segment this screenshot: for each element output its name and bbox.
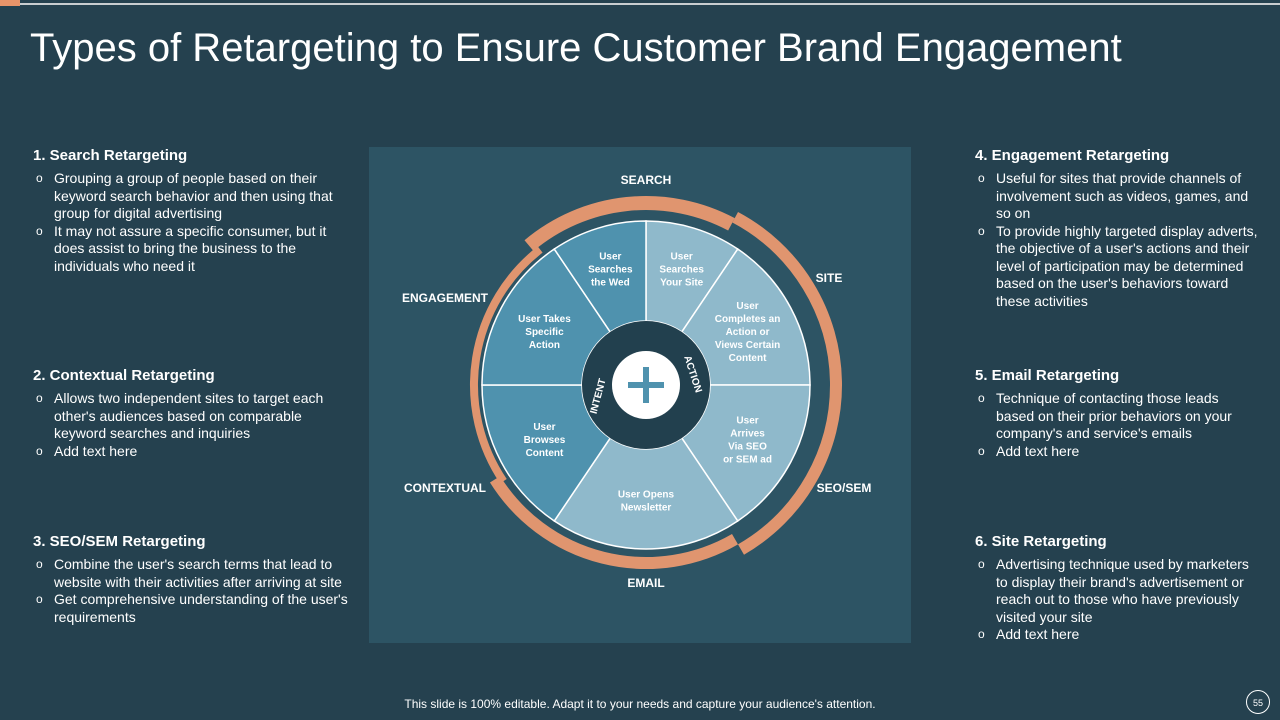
bullet-item: To provide highly targeted display adver… [975,223,1260,311]
outer-arc [470,246,543,484]
bullet-item: Grouping a group of people based on thei… [33,170,353,223]
seo-sem-retargeting-block: 3. SEO/SEM Retargeting Combine the user'… [33,533,353,626]
outer-label-seo-sem: SEO/SEM [817,481,872,495]
outer-arc [732,211,842,555]
bullet-item: Useful for sites that provide channels o… [975,170,1260,223]
bullet-item: Get comprehensive understanding of the u… [33,591,353,626]
bullet-item: Allows two independent sites to target e… [33,390,353,443]
bullet-item: Combine the user's search terms that lea… [33,556,353,591]
outer-arc [489,476,738,569]
page-number: 55 [1246,690,1270,714]
bullet-item: It may not assure a specific consumer, b… [33,223,353,276]
outer-label-engagement: ENGAGEMENT [402,291,489,305]
search-retargeting-block: 1. Search Retargeting Grouping a group o… [33,147,353,275]
contextual-retargeting-block: 2. Contextual Retargeting Allows two ind… [33,367,353,460]
bullet-item: Add text here [975,443,1260,461]
outer-label-contextual: CONTEXTUAL [404,481,486,495]
email-retargeting-block: 5. Email Retargeting Technique of contac… [975,367,1260,460]
top-rule [0,3,1280,5]
block-heading: 5. Email Retargeting [975,367,1120,384]
block-heading: 3. SEO/SEM Retargeting [33,533,206,550]
site-retargeting-block: 6. Site Retargeting Advertising techniqu… [975,533,1260,644]
bullet-item: Technique of contacting those leads base… [975,390,1260,443]
bullet-item: Advertising technique used by marketers … [975,556,1260,626]
outer-label-email: EMAIL [627,576,664,590]
bullet-item: Add text here [975,626,1260,644]
block-heading: 1. Search Retargeting [33,147,188,164]
outer-label-search: SEARCH [621,173,672,187]
plus-icon [628,367,664,403]
block-heading: 4. Engagement Retargeting [975,147,1170,164]
engagement-retargeting-block: 4. Engagement Retargeting Useful for sit… [975,147,1260,310]
block-heading: 2. Contextual Retargeting [33,367,215,384]
block-heading: 6. Site Retargeting [975,533,1107,550]
bullet-item: Add text here [33,443,353,461]
footer-note: This slide is 100% editable. Adapt it to… [404,697,876,711]
outer-arc [524,196,735,251]
outer-label-site: SITE [816,271,843,285]
top-accent [0,0,20,6]
slide-title: Types of Retargeting to Ensure Customer … [30,26,1122,70]
